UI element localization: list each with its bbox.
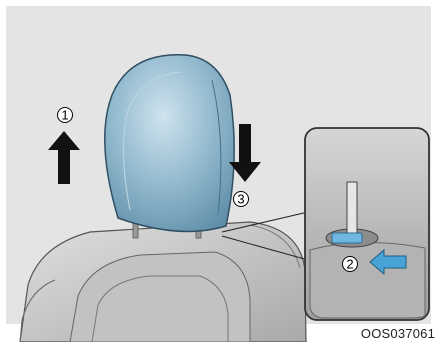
headrest: [105, 55, 234, 232]
step-2-marker: 2: [343, 257, 358, 272]
step-2-label: 2: [346, 257, 353, 272]
step-3-marker: 3: [234, 192, 249, 207]
inset-detail: [305, 128, 429, 320]
step-1-label: 1: [61, 108, 68, 123]
step-1-marker: 1: [58, 108, 73, 123]
release-button: [332, 233, 362, 243]
step-3-label: 3: [237, 192, 244, 207]
figure-code: OOS037061: [361, 326, 435, 341]
headrest-post-detail: [347, 182, 357, 238]
